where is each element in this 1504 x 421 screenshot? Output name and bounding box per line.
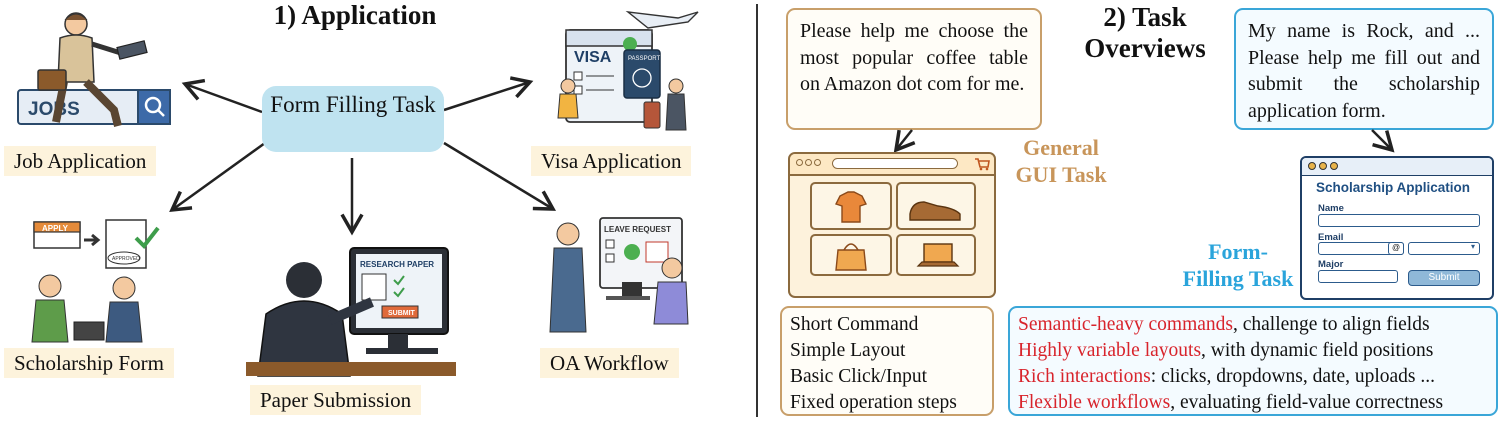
task-overviews-title: 2) Task Overviews [1084, 2, 1206, 63]
form-mock-title: Scholarship Application [1316, 180, 1471, 195]
scholarship-form-mock: Scholarship Application Name Email @ ▾ M… [1300, 156, 1494, 300]
form-mock-name-label: Name [1318, 203, 1344, 214]
form-list-item: Semantic-heavy commands, challenge to al… [1018, 314, 1430, 335]
form-filling-task-label: Form- Filling Task [1182, 239, 1294, 291]
form-filling-node: Form Filling Task [262, 86, 444, 152]
oa-workflow-caption: OA Workflow [540, 348, 679, 378]
visa-illustration: VISA PASSPORT [557, 11, 699, 131]
product-tile-shoe [896, 182, 976, 230]
oa-illustration: LEAVE REQUEST [549, 217, 689, 333]
form-task-prompt: My name is Rock, and ... Please help me … [1234, 8, 1494, 130]
gui-list-item: Fixed operation steps [790, 392, 957, 413]
arrow-to-scholarship [169, 141, 266, 213]
svg-text:LEAVE REQUEST: LEAVE REQUEST [604, 225, 671, 234]
job-application-caption: Job Application [4, 146, 157, 176]
form-mock-name-input [1318, 214, 1480, 227]
gui-task-characteristics: Short Command Simple Layout Basic Click/… [780, 306, 994, 416]
cart-icon [975, 158, 990, 171]
product-tile-laptop [896, 234, 976, 276]
general-gui-task-label: General GUI Task [1015, 135, 1107, 187]
job-illustration: JOBS [17, 12, 171, 127]
form-mock-domain-select: ▾ [1408, 242, 1480, 255]
form-list-item: Rich interactions: clicks, dropdowns, da… [1018, 366, 1436, 387]
form-mock-at-box: @ [1388, 242, 1404, 255]
gui-browser-mock [788, 152, 996, 298]
svg-text:VISA: VISA [574, 49, 612, 66]
svg-text:SUBMIT: SUBMIT [388, 310, 416, 317]
form-mock-submit-button: Submit [1408, 270, 1480, 286]
svg-text:APPROVED: APPROVED [112, 256, 140, 262]
visa-application-caption: Visa Application [531, 146, 692, 176]
arrow-to-visa [443, 76, 534, 112]
svg-text:PASSPORT: PASSPORT [628, 56, 660, 62]
form-list-item: Highly variable layouts, with dynamic fi… [1018, 340, 1434, 361]
gui-list-item: Basic Click/Input [790, 366, 928, 387]
product-tile-shirt [810, 182, 892, 230]
svg-text:JOBS: JOBS [28, 99, 80, 120]
svg-text:APPLY: APPLY [42, 224, 69, 233]
form-mock-major-label: Major [1318, 259, 1344, 270]
gui-list-item: Simple Layout [790, 340, 906, 361]
svg-text:RESEARCH PAPER: RESEARCH PAPER [360, 260, 434, 269]
paper-illustration: RESEARCH PAPER SUBMIT [246, 247, 456, 377]
arrow-to-job [181, 78, 263, 114]
form-task-characteristics: Semantic-heavy commands, challenge to al… [1008, 306, 1498, 416]
product-tile-bag [810, 234, 892, 276]
section-divider [756, 4, 758, 417]
application-title: 1) Application [273, 0, 437, 30]
paper-submission-caption: Paper Submission [250, 385, 422, 415]
gui-list-item: Short Command [790, 314, 919, 335]
form-list-item: Flexible workflows, evaluating field-val… [1018, 392, 1444, 413]
arrow-to-oa [443, 141, 557, 211]
form-mock-major-input [1318, 270, 1398, 283]
gui-task-prompt: Please help me choose the most popular c… [786, 8, 1042, 130]
scholarship-form-caption: Scholarship Form [4, 348, 174, 378]
application-arrows [169, 76, 557, 236]
chevron-down-icon: ▾ [1470, 242, 1475, 251]
form-mock-email-label: Email [1318, 232, 1344, 243]
scholarship-illustration: APPLY APPROVED [31, 219, 160, 343]
